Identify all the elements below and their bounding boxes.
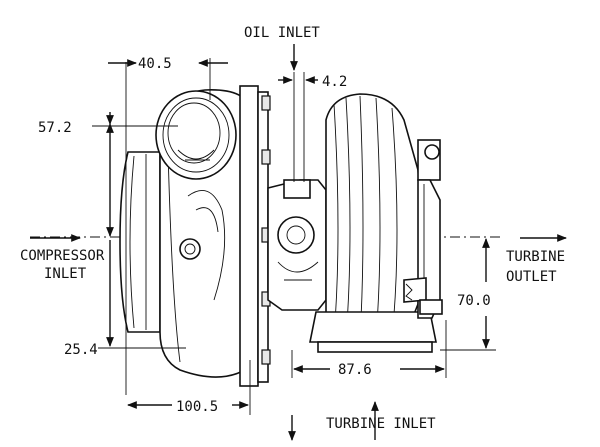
dim-label-70-0: 70.0 <box>457 293 491 309</box>
dim-57-2: 57.2 <box>38 112 178 237</box>
dim-label-25-4: 25.4 <box>64 342 98 358</box>
dim-87-6: 87.6 <box>291 320 447 378</box>
turbine-outlet-clamp <box>403 139 443 319</box>
dim-25-4: 25.4 <box>64 240 186 358</box>
dim-70-0: 70.0 <box>440 238 496 351</box>
dim-40-5: 40.5 <box>108 56 228 395</box>
dim-label-40-5: 40.5 <box>138 56 172 72</box>
oil-inlet-callout: OIL INLET <box>244 25 320 71</box>
turbine-outlet-callout: TURBINE OUTLET <box>506 234 567 285</box>
compressor-backplate <box>239 85 271 387</box>
compressor-inlet-label-line2: INLET <box>44 266 87 282</box>
turbine-inlet-callout: TURBINE INLET <box>288 401 436 441</box>
oil-inlet-label: OIL INLET <box>244 25 320 41</box>
turbine-outlet-label-line2: OUTLET <box>506 269 557 285</box>
dim-label-87-6: 87.6 <box>338 362 372 378</box>
dim-label-100-5: 100.5 <box>176 399 218 415</box>
dim-label-57-2: 57.2 <box>38 120 72 136</box>
turbine-inlet-label: TURBINE INLET <box>326 416 436 432</box>
turbine-outlet-label-line1: TURBINE <box>506 249 565 265</box>
dim-label-4-2: 4.2 <box>322 74 347 90</box>
turbine-housing <box>309 93 437 353</box>
compressor-inlet-flange <box>119 151 161 333</box>
bearing-housing <box>267 179 327 311</box>
dim-4-2: 4.2 <box>278 72 347 182</box>
compressor-inlet-callout: COMPRESSOR INLET <box>20 234 105 282</box>
compressor-housing <box>155 89 259 378</box>
compressor-inlet-label-line1: COMPRESSOR <box>20 248 105 264</box>
dim-100-5: 100.5 <box>127 360 251 415</box>
